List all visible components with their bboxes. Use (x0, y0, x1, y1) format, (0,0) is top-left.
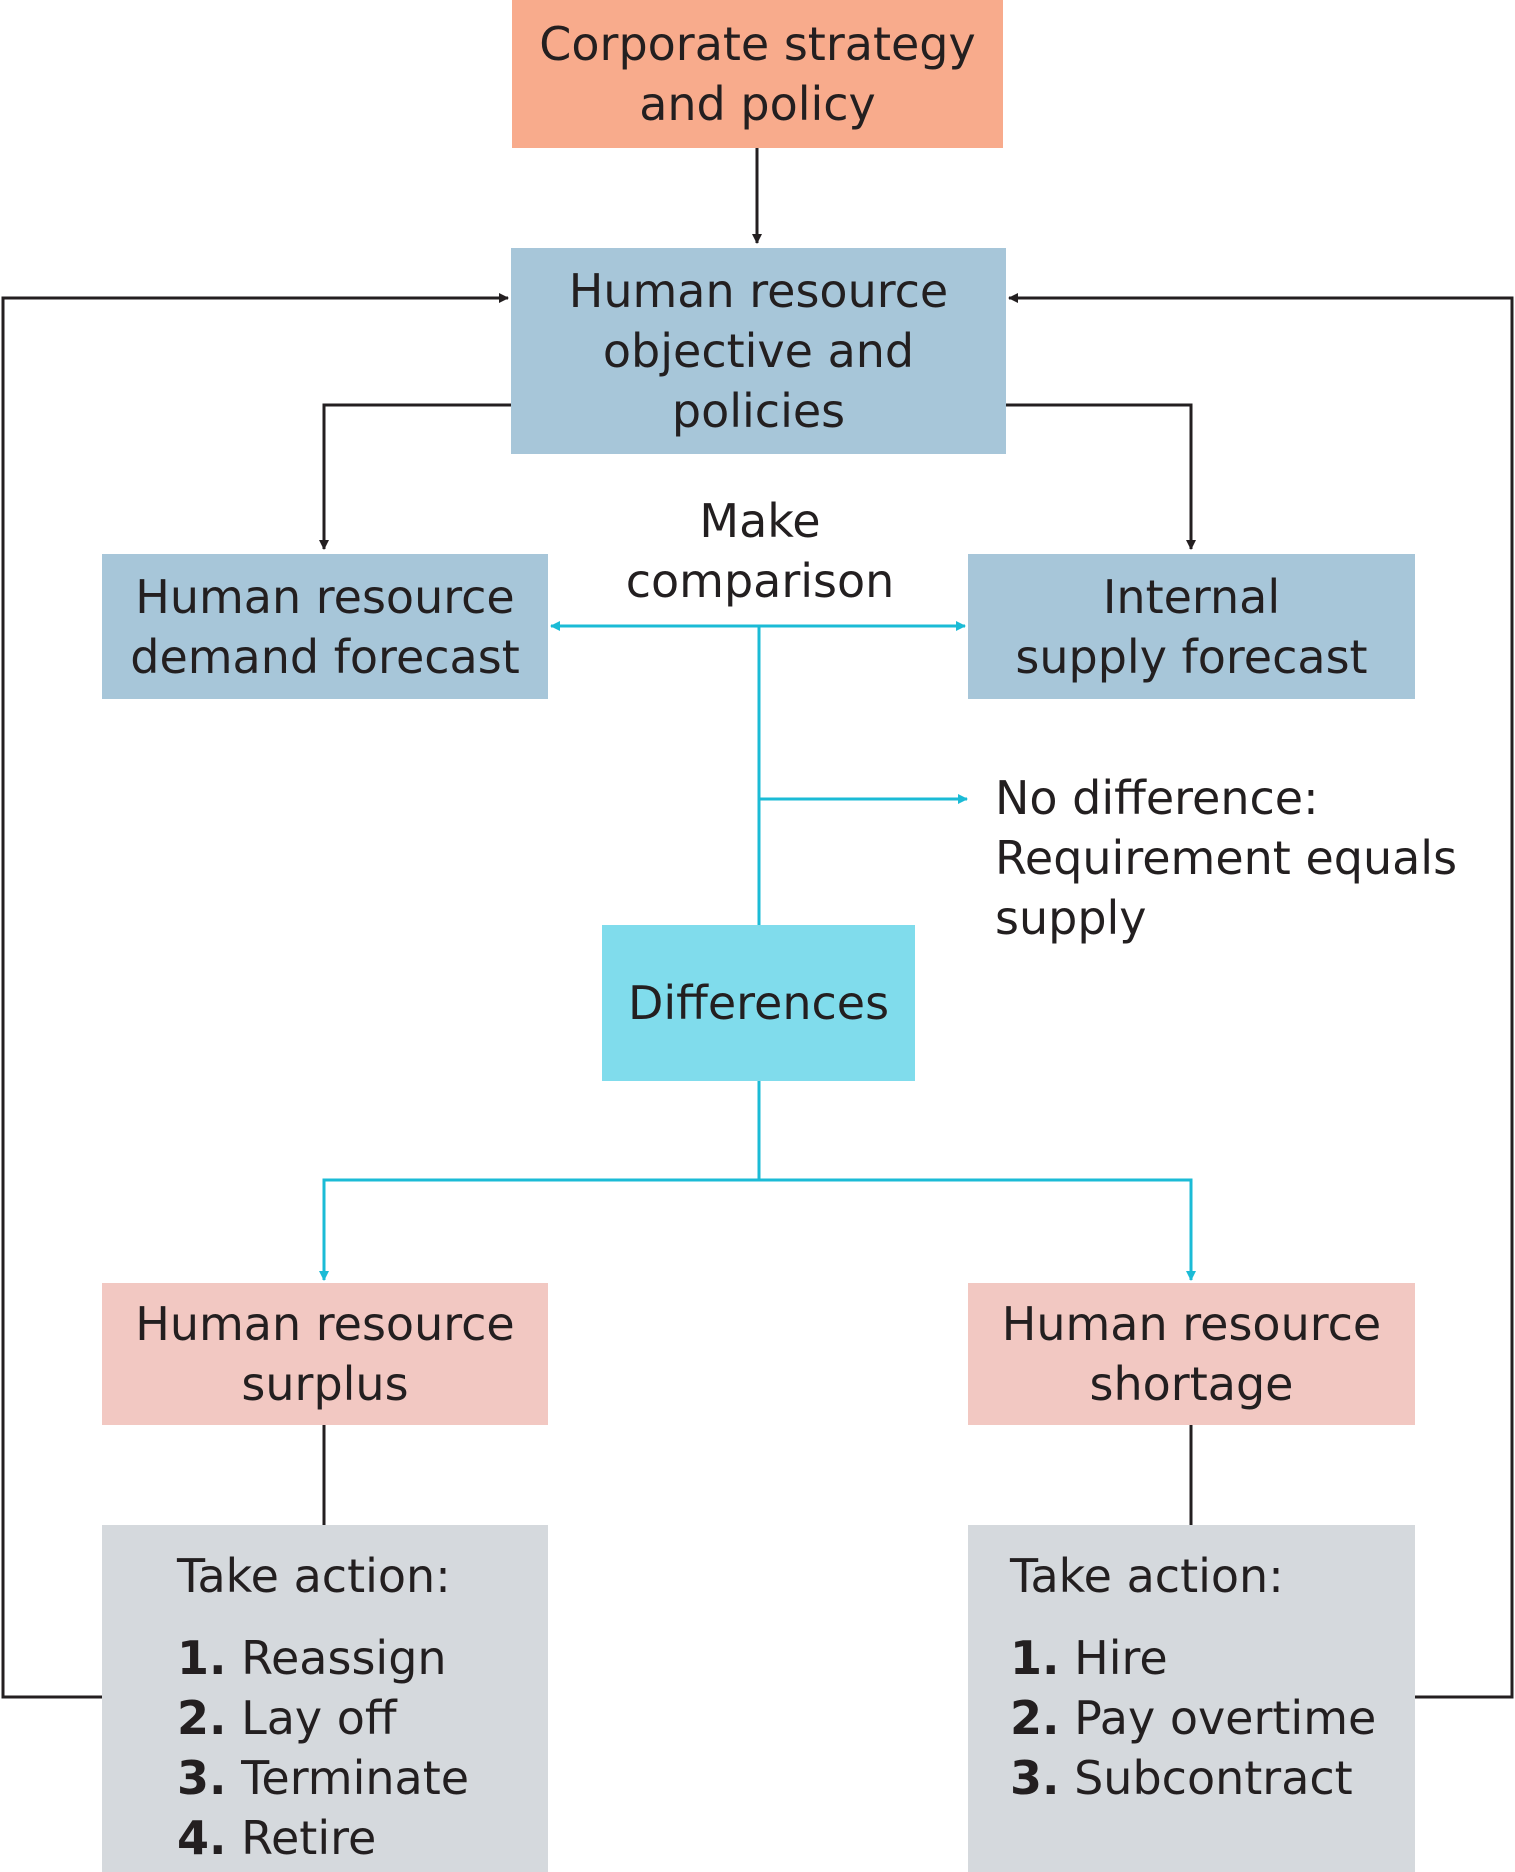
surplus-line1: Human resource (135, 1297, 515, 1351)
shortage-actions-title: Take action: (1010, 1549, 1284, 1603)
corporate-strategy-line2: and policy (639, 77, 876, 131)
differences-label: Differences (627, 976, 890, 1030)
feedback-loop-left (1, 293, 509, 1699)
shortage-actions-list: 1. Hire 2. Pay overtime 3. Subcontract (1010, 1628, 1415, 1808)
arrow-differences-to-shortage (759, 1178, 1196, 1281)
arrow-objectives-to-demand (319, 403, 511, 550)
demand-forecast-line2: demand forecast (130, 629, 520, 684)
make-comparison-line2: comparison (625, 554, 895, 608)
supply-forecast-line1: Internal (1102, 569, 1281, 624)
arrow-objectives-to-supply (1006, 403, 1196, 550)
differences-box: Differences (602, 925, 915, 1081)
surplus-actions-list: 1. Reassign 2. Lay off 3. Terminate 4. R… (177, 1628, 548, 1868)
arrow-differences-to-surplus (319, 1178, 759, 1281)
demand-forecast-line1: Human resource (135, 569, 515, 624)
list-item: 2. Pay overtime (1010, 1691, 1377, 1745)
demand-forecast-box: Human resource demand forecast (102, 554, 548, 699)
no-difference-line2: Requirement equals (995, 831, 1458, 885)
no-difference-label: No difference: Requirement equals supply (995, 768, 1500, 948)
list-item: 4. Retire (177, 1811, 377, 1865)
make-comparison-line1: Make (699, 494, 821, 548)
make-comparison-label: Make comparison (590, 491, 930, 611)
surplus-line2: surplus (241, 1357, 409, 1411)
surplus-box: Human resource surplus (102, 1283, 548, 1425)
supply-forecast-box: Internal supply forecast (968, 554, 1415, 699)
supply-forecast-line2: supply forecast (1015, 629, 1368, 684)
shortage-box: Human resource shortage (968, 1283, 1415, 1425)
shortage-line2: shortage (1089, 1357, 1294, 1411)
hr-objectives-line1: Human resource (568, 264, 949, 318)
list-item: 3. Subcontract (1010, 1751, 1353, 1805)
hr-objectives-line2: objective and (602, 324, 915, 378)
list-item: 1. Hire (1010, 1631, 1168, 1685)
list-item: 3. Terminate (177, 1751, 470, 1805)
feedback-loop-right (1008, 293, 1514, 1699)
no-difference-line3: supply (995, 891, 1147, 945)
no-difference-line1: No difference: (995, 771, 1319, 825)
list-item: 1. Reassign (177, 1631, 447, 1685)
corporate-strategy-box: Corporate strategy and policy (512, 0, 1003, 148)
hr-objectives-box: Human resource objective and policies (511, 248, 1006, 454)
shortage-line1: Human resource (1001, 1297, 1382, 1351)
shortage-actions-box: Take action: 1. Hire 2. Pay overtime 3. … (968, 1525, 1415, 1872)
hr-objectives-line3: policies (671, 384, 846, 438)
corporate-strategy-line1: Corporate strategy (539, 17, 976, 71)
list-item: 2. Lay off (177, 1691, 397, 1745)
surplus-actions-box: Take action: 1. Reassign 2. Lay off 3. T… (102, 1525, 548, 1872)
surplus-actions-title: Take action: (177, 1549, 451, 1603)
